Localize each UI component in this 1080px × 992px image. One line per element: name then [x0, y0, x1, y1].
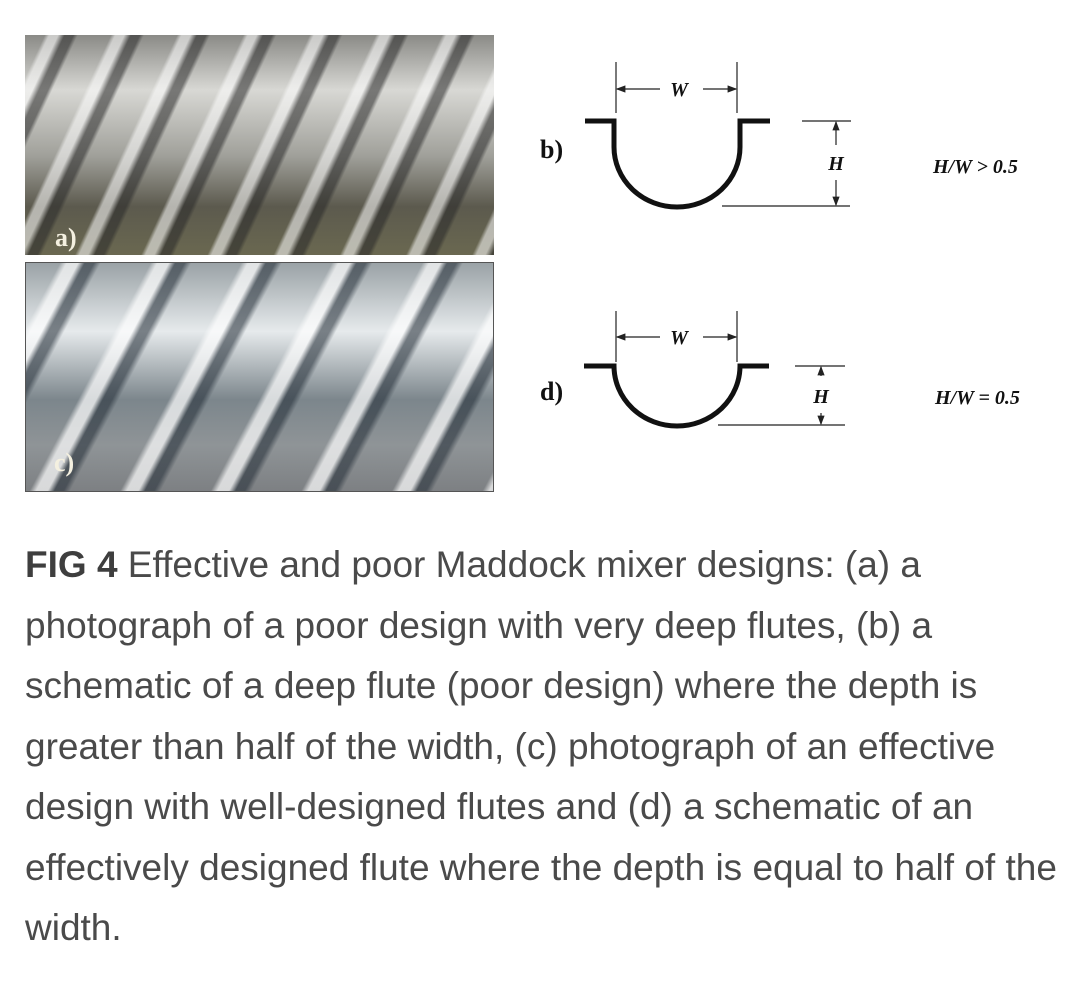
- schematic-effective-flute: d) W H H/W = 0.5: [540, 311, 1020, 429]
- ratio-label: H/W > 0.5: [932, 156, 1018, 178]
- figure-caption: FIG 4 Effective and poor Maddock mixer d…: [25, 535, 1065, 959]
- figure-number: FIG 4: [25, 544, 118, 585]
- panel-label-d: d): [540, 377, 563, 406]
- panel-label-c: c): [54, 448, 75, 477]
- width-symbol: W: [670, 79, 689, 101]
- width-symbol: W: [670, 327, 689, 349]
- flute-schematics: b) W H H/W > 0.5 d) W H: [540, 62, 1020, 429]
- photo-effective-maddock-mixer: c): [25, 262, 494, 492]
- photo-poor-maddock-mixer: a): [25, 35, 494, 255]
- height-symbol: H: [812, 386, 830, 408]
- panel-label-a: a): [55, 223, 77, 252]
- ratio-label: H/W = 0.5: [934, 387, 1020, 409]
- caption-text: Effective and poor Maddock mixer designs…: [25, 544, 1057, 948]
- schematic-deep-flute: b) W H H/W > 0.5: [540, 62, 1018, 210]
- panel-label-b: b): [540, 135, 563, 164]
- height-symbol: H: [827, 153, 845, 175]
